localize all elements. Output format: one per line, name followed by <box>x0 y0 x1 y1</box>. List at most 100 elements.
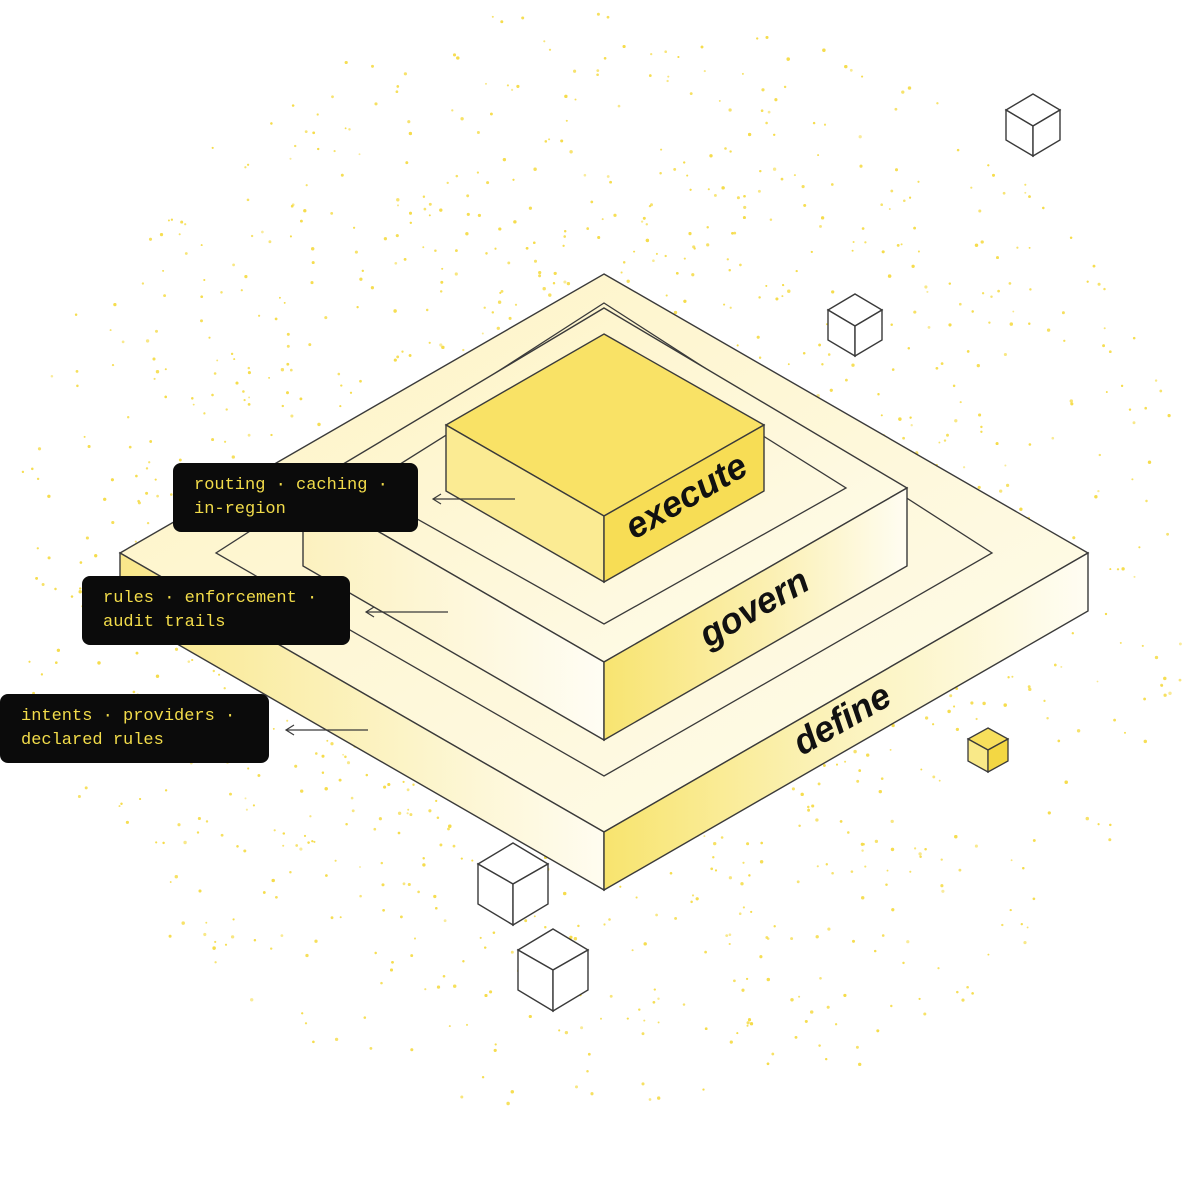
cube-icon <box>1004 93 1062 158</box>
background-dot <box>946 433 949 437</box>
background-dot <box>638 1008 641 1011</box>
background-dot <box>164 368 167 371</box>
background-dot <box>538 271 542 275</box>
background-dot <box>289 871 292 874</box>
background-dot <box>558 1029 561 1032</box>
background-dot <box>1028 195 1031 198</box>
background-dot <box>652 259 655 263</box>
background-dot <box>528 206 532 210</box>
background-dot <box>1098 453 1101 457</box>
background-dot <box>1051 436 1055 440</box>
background-dot <box>844 760 847 763</box>
background-dot <box>270 122 273 125</box>
background-dot <box>853 749 857 754</box>
background-dot <box>1097 282 1101 286</box>
background-dot <box>823 764 826 767</box>
background-dot <box>1138 546 1141 549</box>
background-dot <box>786 57 790 61</box>
background-dot <box>909 196 912 199</box>
background-dot <box>881 934 885 937</box>
background-dot <box>1178 678 1182 682</box>
background-dot <box>586 227 589 230</box>
background-dot <box>169 881 172 883</box>
background-dot <box>1103 327 1106 330</box>
background-dot <box>441 345 445 350</box>
background-dot <box>282 844 285 847</box>
background-dot <box>309 815 312 818</box>
background-dot <box>901 90 905 94</box>
background-dot <box>887 274 892 278</box>
background-dot <box>906 940 910 944</box>
govern-inner-border <box>360 335 848 625</box>
background-dot <box>907 86 912 90</box>
background-dot <box>728 942 731 946</box>
background-dot <box>212 669 215 673</box>
background-dot <box>643 1019 646 1022</box>
background-dot <box>1029 288 1032 291</box>
background-dot <box>428 202 432 206</box>
background-dot <box>339 916 342 919</box>
background-dot <box>807 805 810 809</box>
background-dot <box>913 310 917 314</box>
background-dot <box>308 343 312 347</box>
background-dot <box>491 311 494 314</box>
background-dot <box>148 461 151 464</box>
background-dot <box>729 150 732 153</box>
background-dot <box>606 175 610 178</box>
background-dot <box>970 186 973 189</box>
background-dot <box>247 433 251 437</box>
background-dot <box>109 329 112 332</box>
background-dot <box>261 230 264 234</box>
background-dot <box>980 430 983 433</box>
background-dot <box>747 1018 752 1022</box>
background-dot <box>139 797 142 801</box>
background-dot <box>433 894 437 899</box>
background-dot <box>765 121 768 125</box>
background-dot <box>391 960 394 964</box>
background-dot <box>162 841 165 845</box>
background-dot <box>422 246 425 249</box>
background-dot <box>902 961 905 965</box>
background-dot <box>178 458 182 462</box>
background-dot <box>374 102 378 106</box>
background-dot <box>512 178 515 181</box>
background-dot <box>818 343 821 347</box>
background-dot <box>289 235 292 238</box>
background-dot <box>242 390 245 393</box>
background-dot <box>390 968 393 972</box>
background-dot <box>1071 632 1074 635</box>
yellow-cube-icon <box>966 727 1010 774</box>
background-dot <box>956 990 959 994</box>
background-dot <box>247 767 250 770</box>
background-dot <box>1042 206 1045 210</box>
background-dot <box>992 173 995 177</box>
background-dot <box>312 1040 315 1044</box>
background-dot <box>597 236 601 239</box>
background-dot <box>1097 823 1100 826</box>
background-dot <box>622 261 626 264</box>
background-dot <box>400 915 403 919</box>
background-dot <box>695 897 699 901</box>
background-dot <box>826 1005 830 1009</box>
background-dot <box>533 915 536 918</box>
background-dot <box>643 942 647 946</box>
background-dot <box>580 1026 584 1030</box>
background-dot <box>890 189 894 193</box>
background-dot <box>728 269 731 272</box>
background-dot <box>896 244 900 247</box>
background-dot <box>645 223 649 226</box>
background-dot <box>396 198 400 202</box>
background-dot <box>397 811 402 815</box>
background-dot <box>587 1052 591 1056</box>
background-dot <box>1128 408 1132 411</box>
background-dot <box>693 247 696 250</box>
background-dot <box>163 294 167 298</box>
background-dot <box>422 863 426 867</box>
background-dot <box>310 281 314 285</box>
background-dot <box>484 946 487 949</box>
background-dot <box>351 809 355 813</box>
background-dot <box>220 291 223 294</box>
background-dot <box>971 992 974 995</box>
background-dot <box>677 56 680 58</box>
background-dot <box>507 261 511 265</box>
